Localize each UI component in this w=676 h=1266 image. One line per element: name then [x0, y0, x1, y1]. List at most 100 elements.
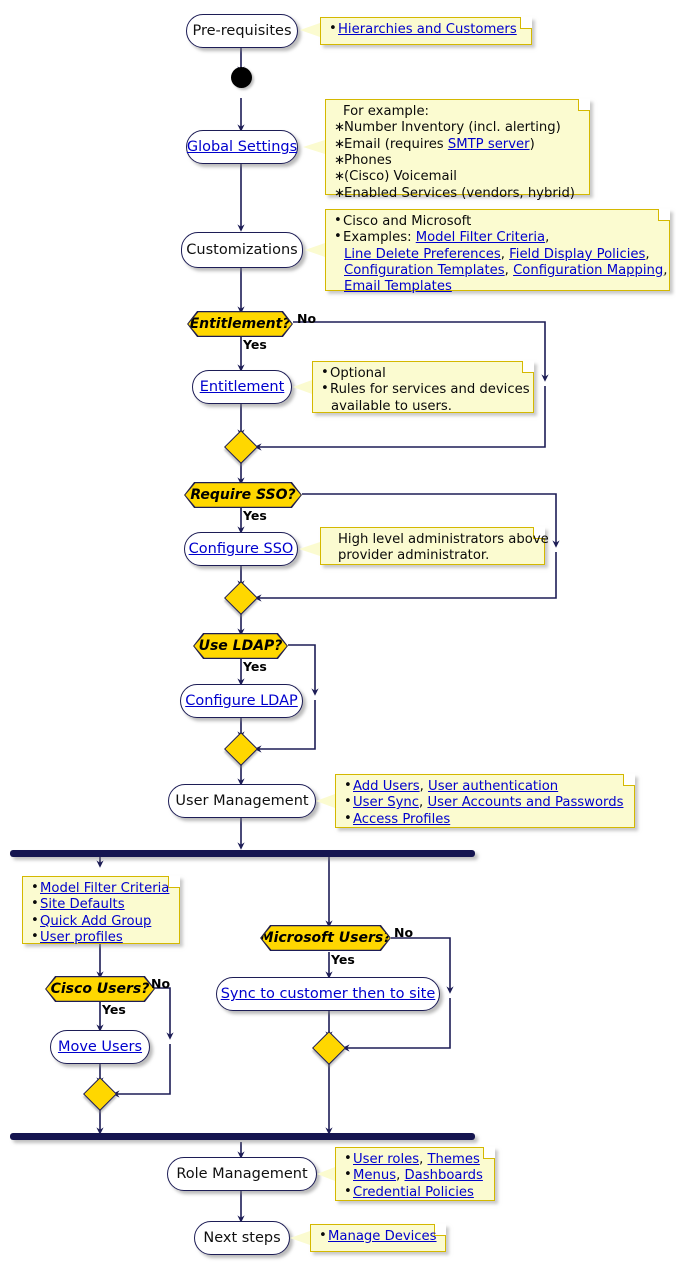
activity-sync-to-customer-label[interactable]: Sync to customer then to site [220, 986, 436, 1002]
note-link[interactable]: Field Display Policies [509, 246, 646, 262]
note-line: Email Templates [334, 279, 662, 295]
note-text: Rules for services and devices [330, 382, 530, 398]
edge-label-ldap-yes: Yes [243, 659, 267, 674]
note-line: Rules for services and devices [321, 381, 530, 398]
activity-next-steps[interactable]: Next steps [194, 1221, 290, 1255]
decision-cisco-users-border: Cisco Users? [45, 976, 155, 1002]
activity-configure-ldap-label[interactable]: Configure LDAP [185, 693, 298, 709]
note-link[interactable]: Site Defaults [40, 897, 125, 913]
edge-label-cisco-yes: Yes [102, 1002, 126, 1017]
decision-cisco-users[interactable]: Cisco Users? [45, 976, 155, 1002]
note-text: ) [529, 136, 535, 152]
note-text: (Cisco) Voicemail [344, 169, 457, 185]
note-line: Credential Policies [344, 1184, 487, 1201]
decision-entitlement[interactable]: Entitlement? [187, 311, 293, 337]
note-tail-user-management [316, 794, 335, 808]
note-link[interactable]: Line Delete Preferences [344, 246, 501, 262]
activity-configure-sso-label[interactable]: Configure SSO [188, 541, 294, 557]
activity-user-management[interactable]: User Management [168, 784, 316, 818]
note-text: , [419, 795, 428, 811]
edge-label-cisco-no: No [151, 976, 171, 991]
activity-entitlement[interactable]: Entitlement [192, 370, 292, 404]
note-entitlement: OptionalRules for services and devicesav… [312, 361, 534, 414]
note-line: Menus, Dashboards [344, 1167, 487, 1184]
activity-customizations[interactable]: Customizations [181, 232, 303, 268]
note-link[interactable]: Credential Policies [353, 1184, 474, 1200]
note-link[interactable]: Add Users [353, 779, 420, 794]
note-text: High level administrators above [338, 532, 549, 547]
note-text: , [419, 779, 429, 794]
decision-use-ldap-border: Use LDAP? [193, 633, 288, 659]
note-line: User roles, Themes [344, 1151, 487, 1168]
note-link[interactable]: Model Filter Criteria [40, 881, 170, 896]
decision-require-sso-label: Require SSO? [190, 487, 296, 503]
decision-entitlement-fill: Entitlement? [188, 312, 291, 335]
note-link[interactable]: Email Templates [344, 279, 452, 295]
note-link[interactable]: Dashboards [404, 1168, 483, 1184]
decision-microsoft-users-label: Microsoft Users? [259, 930, 392, 946]
note-link[interactable]: User Sync [353, 795, 420, 811]
activity-user-management-label: User Management [175, 793, 309, 809]
activity-prerequisites-label: Pre-requisites [192, 23, 292, 39]
note-line: provider administrator. [329, 548, 537, 564]
note-link[interactable]: Model Filter Criteria [415, 230, 546, 246]
decision-require-sso[interactable]: Require SSO? [184, 482, 302, 508]
note-customizations: Cisco and MicrosoftExamples: Model Filte… [325, 209, 670, 294]
fork-bar [10, 850, 475, 857]
note-tail-entitlement [293, 380, 312, 394]
note-line: Access Profiles [344, 811, 627, 828]
activity-entitlement-label[interactable]: Entitlement [199, 379, 285, 395]
note-text: , [500, 246, 510, 262]
activity-move-users[interactable]: Move Users [50, 1030, 150, 1064]
note-tail-role-management [317, 1167, 335, 1181]
decision-microsoft-users-border: Microsoft Users? [260, 925, 391, 951]
activity-role-management[interactable]: Role Management [167, 1157, 317, 1191]
note-tail-customizations [305, 243, 325, 257]
decision-microsoft-users-fill: Microsoft Users? [261, 926, 389, 949]
note-text: Phones [344, 153, 392, 169]
note-link[interactable]: Menus [353, 1168, 397, 1184]
note-text: , [545, 230, 550, 246]
note-link[interactable]: Quick Add Group [40, 913, 152, 929]
note-link[interactable]: Access Profiles [353, 811, 451, 827]
note-link[interactable]: User Accounts and Passwords [427, 795, 624, 811]
activity-sync-to-customer[interactable]: Sync to customer then to site [216, 977, 440, 1011]
edge-label-microsoft-no: No [394, 925, 414, 940]
note-line: Cisco and Microsoft [334, 213, 662, 230]
note-link[interactable]: User profiles [40, 930, 123, 946]
decision-use-ldap-fill: Use LDAP? [194, 634, 286, 657]
note-line: (Cisco) Voicemail [334, 169, 582, 186]
activity-prerequisites[interactable]: Pre-requisites [186, 14, 298, 48]
activity-global-settings-label[interactable]: Global Settings [186, 139, 298, 155]
note-prerequisites-list: Hierarchies and Customers [329, 21, 524, 38]
note-global-settings-list: For example:Number Inventory (incl. aler… [334, 104, 582, 203]
note-link[interactable]: Configuration Templates [344, 263, 505, 279]
note-line: High level administrators above [329, 532, 549, 548]
activity-customizations-label: Customizations [186, 242, 298, 258]
note-global-settings: For example:Number Inventory (incl. aler… [325, 99, 590, 203]
note-link[interactable]: SMTP server [447, 136, 530, 152]
decision-microsoft-users[interactable]: Microsoft Users? [260, 925, 391, 951]
note-link[interactable]: User authentication [428, 779, 559, 794]
note-user-management: Add Users, User authenticationUser Sync,… [335, 774, 635, 828]
note-line: Site Defaults [31, 896, 172, 913]
note-text: , [663, 263, 668, 279]
note-line: Email (requires SMTP server) [334, 136, 582, 154]
note-line: Add Users, User authentication [344, 778, 627, 795]
activity-move-users-label[interactable]: Move Users [57, 1039, 143, 1055]
note-text: Email (requires [344, 136, 448, 152]
decision-use-ldap-label: Use LDAP? [198, 638, 283, 654]
note-link[interactable]: Manage Devices [328, 1229, 437, 1244]
note-link[interactable]: Themes [427, 1152, 480, 1167]
note-role-management-list: User roles, ThemesMenus, DashboardsCrede… [344, 1151, 487, 1201]
note-link[interactable]: User roles [353, 1152, 420, 1167]
activity-configure-ldap[interactable]: Configure LDAP [180, 684, 303, 718]
note-link[interactable]: Configuration Mapping [513, 263, 664, 279]
activity-configure-sso[interactable]: Configure SSO [184, 532, 298, 566]
decision-entitlement-label: Entitlement? [189, 316, 291, 332]
decision-use-ldap[interactable]: Use LDAP? [193, 633, 288, 659]
note-link[interactable]: Hierarchies and Customers [338, 22, 517, 37]
activity-global-settings[interactable]: Global Settings [186, 130, 298, 164]
